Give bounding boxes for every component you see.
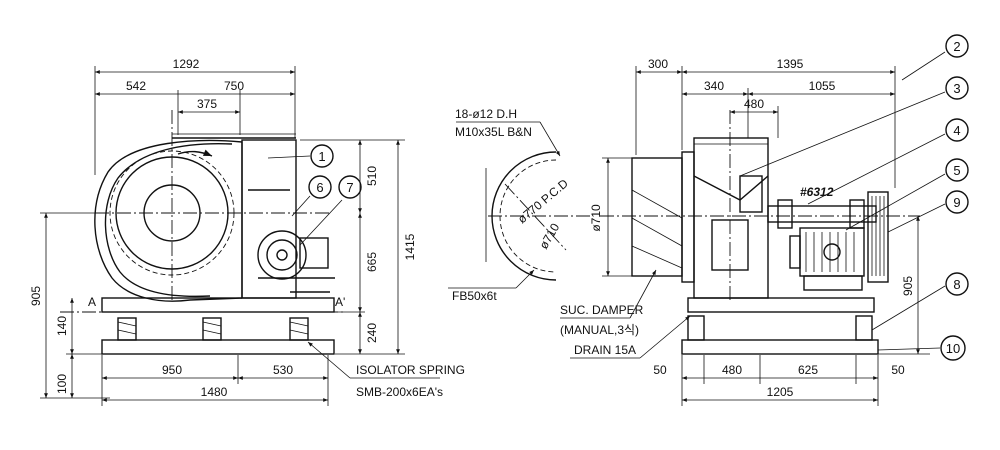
pulley (257, 230, 307, 280)
section-mark-a: A (88, 295, 96, 309)
svg-text:9: 9 (953, 195, 960, 210)
isolator-spec: SMB-200x6EA's (356, 385, 443, 399)
dim-750: 750 (224, 79, 244, 93)
svg-text:7: 7 (346, 180, 353, 195)
dim-905-left: 905 (29, 286, 43, 306)
section-mark-a-prime: A' (335, 295, 345, 309)
svg-text:4: 4 (953, 123, 960, 138)
balloon-3: 3 (945, 76, 969, 100)
balloon-10: 10 (940, 335, 966, 361)
dim-375: 375 (197, 97, 217, 111)
balloon-9: 9 (945, 190, 969, 214)
dim-710-side: ø710 (589, 204, 603, 232)
balloon-8: 8 (945, 272, 969, 296)
dim-1205: 1205 (767, 385, 794, 399)
dim-480-bottom: 480 (722, 363, 742, 377)
dim-50-left: 50 (653, 363, 667, 377)
flat-bar-label: FB50x6t (452, 289, 497, 303)
hole-note-1: 18-ø12 D.H (455, 107, 517, 121)
dim-300: 300 (648, 57, 668, 71)
balloon-5: 5 (945, 158, 969, 182)
belt-guard (867, 191, 889, 283)
balloon-4: 4 (945, 118, 969, 142)
lower-base (101, 339, 335, 355)
motor-box (299, 237, 329, 269)
balloon-2: 2 (945, 34, 969, 58)
dim-530: 530 (273, 363, 293, 377)
dim-1480: 1480 (201, 385, 228, 399)
side-view: 300 1395 340 1055 480 ø710 #6312 905 50 … (560, 51, 946, 406)
side-base-frame (687, 297, 875, 313)
dim-905-right: 905 (901, 276, 915, 296)
flange-detail: 18-ø12 D.H M10x35L B&N ø770 P.C.D ø710 F… (448, 107, 592, 303)
damper-manual: (MANUAL,3식) (560, 323, 639, 337)
dim-240: 240 (365, 323, 379, 343)
bearing-label: #6312 (800, 185, 834, 199)
dim-665: 665 (365, 252, 379, 272)
side-lower-base (681, 339, 879, 355)
suction-damper (631, 157, 683, 277)
balloon-6: 6 (308, 175, 332, 199)
front-view: 1292 542 750 375 510 665 240 1415 905 14… (29, 57, 465, 406)
shaft-assembly (767, 205, 877, 223)
svg-text:5: 5 (953, 163, 960, 178)
dim-140: 140 (55, 316, 69, 336)
svg-text:10: 10 (946, 341, 960, 356)
balloon-1: 1 (310, 144, 334, 168)
pcd-label: ø770 P.C.D (515, 176, 571, 226)
balloons: 1 6 7 2 3 4 5 9 8 10 (308, 34, 969, 361)
dim-1395: 1395 (777, 57, 804, 71)
dim-950: 950 (162, 363, 182, 377)
svg-text:3: 3 (953, 81, 960, 96)
svg-text:2: 2 (953, 39, 960, 54)
outlet-duct (241, 139, 297, 299)
damper-label: SUC. DAMPER (560, 303, 644, 317)
dim-50-right: 50 (891, 363, 905, 377)
isolator-springs (117, 317, 309, 341)
dim-625: 625 (798, 363, 818, 377)
dim-340: 340 (704, 79, 724, 93)
drain-label: DRAIN 15A (574, 343, 636, 357)
dim-542: 542 (126, 79, 146, 93)
isolator-label: ISOLATOR SPRING (356, 363, 465, 377)
svg-text:8: 8 (953, 277, 960, 292)
balloon-7: 7 (338, 175, 362, 199)
fan-housing (693, 137, 769, 299)
dim-100: 100 (55, 374, 69, 394)
dim-480-top: 480 (744, 97, 764, 111)
dim-1292: 1292 (173, 57, 200, 71)
hole-note-2: M10x35L B&N (455, 125, 532, 139)
dim-510: 510 (365, 166, 379, 186)
base-frame (101, 297, 335, 313)
dim-1055: 1055 (809, 79, 836, 93)
svg-text:1: 1 (318, 149, 325, 164)
svg-text:6: 6 (316, 180, 323, 195)
dim-1415: 1415 (403, 233, 417, 260)
inner-dia-label: ø710 (536, 221, 562, 252)
